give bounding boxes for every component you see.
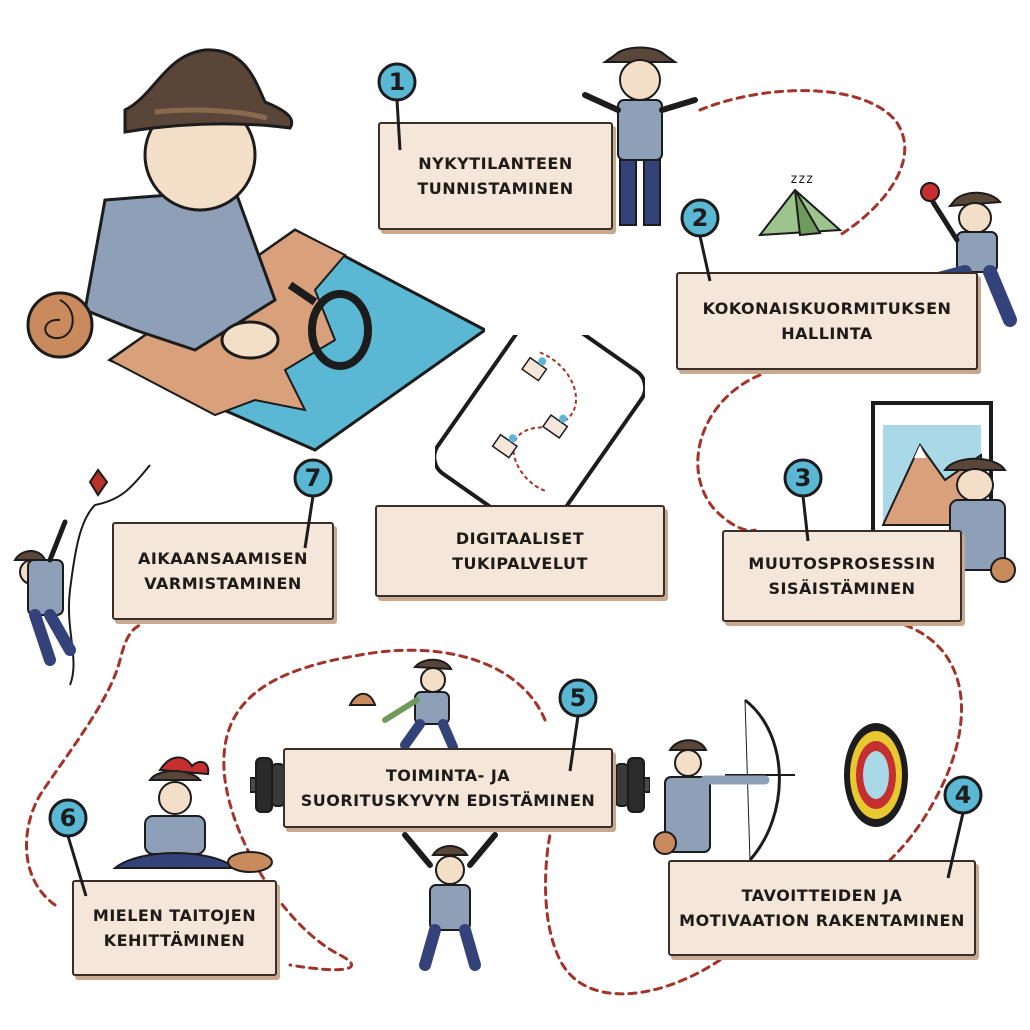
rock-climber-illustration [13,464,151,686]
step-1-number: 1 [388,68,406,96]
step-3-card: MUUTOSPROSESSIN SISÄISTÄMINEN [722,530,962,622]
step-2-card: KOKONAISKUORMITUKSEN HALLINTA [676,272,978,370]
step-5-pin-icon: 5 [558,678,598,773]
step-4-number: 4 [954,781,972,809]
step-6-card: MIELEN TAITOJEN KEHITTÄMINEN [72,880,277,976]
step-6-pin-icon: 6 [48,798,88,898]
step-2-number: 2 [691,204,709,232]
route-4-5 [544,833,722,996]
target-illustration [844,723,908,827]
route-3-4 [888,623,964,862]
step-5-line-2: SUORITUSKYVYN EDISTÄMINEN [300,791,596,810]
viewer-explorer-illustration [943,457,1016,583]
step-7-line-1: AIKAANSAAMISEN [138,549,308,568]
phone-illustration [435,335,645,510]
route-6-7 [25,623,142,907]
center-line-1: DIGITAALISET [455,529,585,548]
step-4-pin-icon: 4 [943,775,983,880]
step-7-card: AIKAANSAAMISEN VARMISTAMINEN [112,522,334,620]
step-6-line-1: MIELEN TAITOJEN [92,906,257,925]
sleep-text: zzz [790,172,814,187]
step-7-pin-icon: 7 [293,458,333,550]
step-1-line-2: TUNNISTAMINEN [417,179,574,198]
step-2-pin-icon: 2 [680,198,720,283]
step-3-line-1: MUUTOSPROSESSIN [748,554,936,573]
step-3-pin-icon: 3 [783,458,823,543]
weightlifter-illustration [402,832,498,971]
step-6-number: 6 [59,804,77,832]
step-3-line-2: SISÄISTÄMINEN [768,579,916,598]
step-1-pin-icon: 1 [377,62,417,152]
digging-illustration [348,658,458,750]
step-5-line-1: TOIMINTA- JA [385,766,511,785]
step-7-number: 7 [304,464,322,492]
step-5-card: TOIMINTA- JA SUORITUSKYVYN EDISTÄMINEN [283,748,613,828]
step-5-number: 5 [569,684,587,712]
step-7-line-2: VARMISTAMINEN [144,574,302,593]
route-2-3 [696,373,762,533]
tent-illustration [757,188,843,237]
step-4-line-2: MOTIVAATION RAKENTAMINEN [679,911,965,930]
step-1-line-1: NYKYTILANTEEN [418,154,573,173]
center-line-2: TUKIPALVELUT [452,554,588,573]
guide-greeting-illustration [582,46,698,226]
step-2-line-2: HALLINTA [781,324,873,343]
explorer-with-map-illustration [26,48,485,452]
step-2-line-1: KOKONAISKUORMITUKSEN [702,299,952,318]
step-4-card: TAVOITTEIDEN JA MOTIVAATION RAKENTAMINEN [668,860,976,956]
step-4-line-1: TAVOITTEIDEN JA [741,886,903,905]
step-6-line-2: KEHITTÄMINEN [103,931,246,950]
route-5-6 [222,648,547,972]
center-card: DIGITAALISET TUKIPALVELUT [375,505,665,597]
step-1-card: NYKYTILANTEEN TUNNISTAMINEN [378,122,613,230]
meditator-illustration [112,756,273,873]
step-3-number: 3 [794,464,812,492]
archer-illustration [653,698,795,861]
